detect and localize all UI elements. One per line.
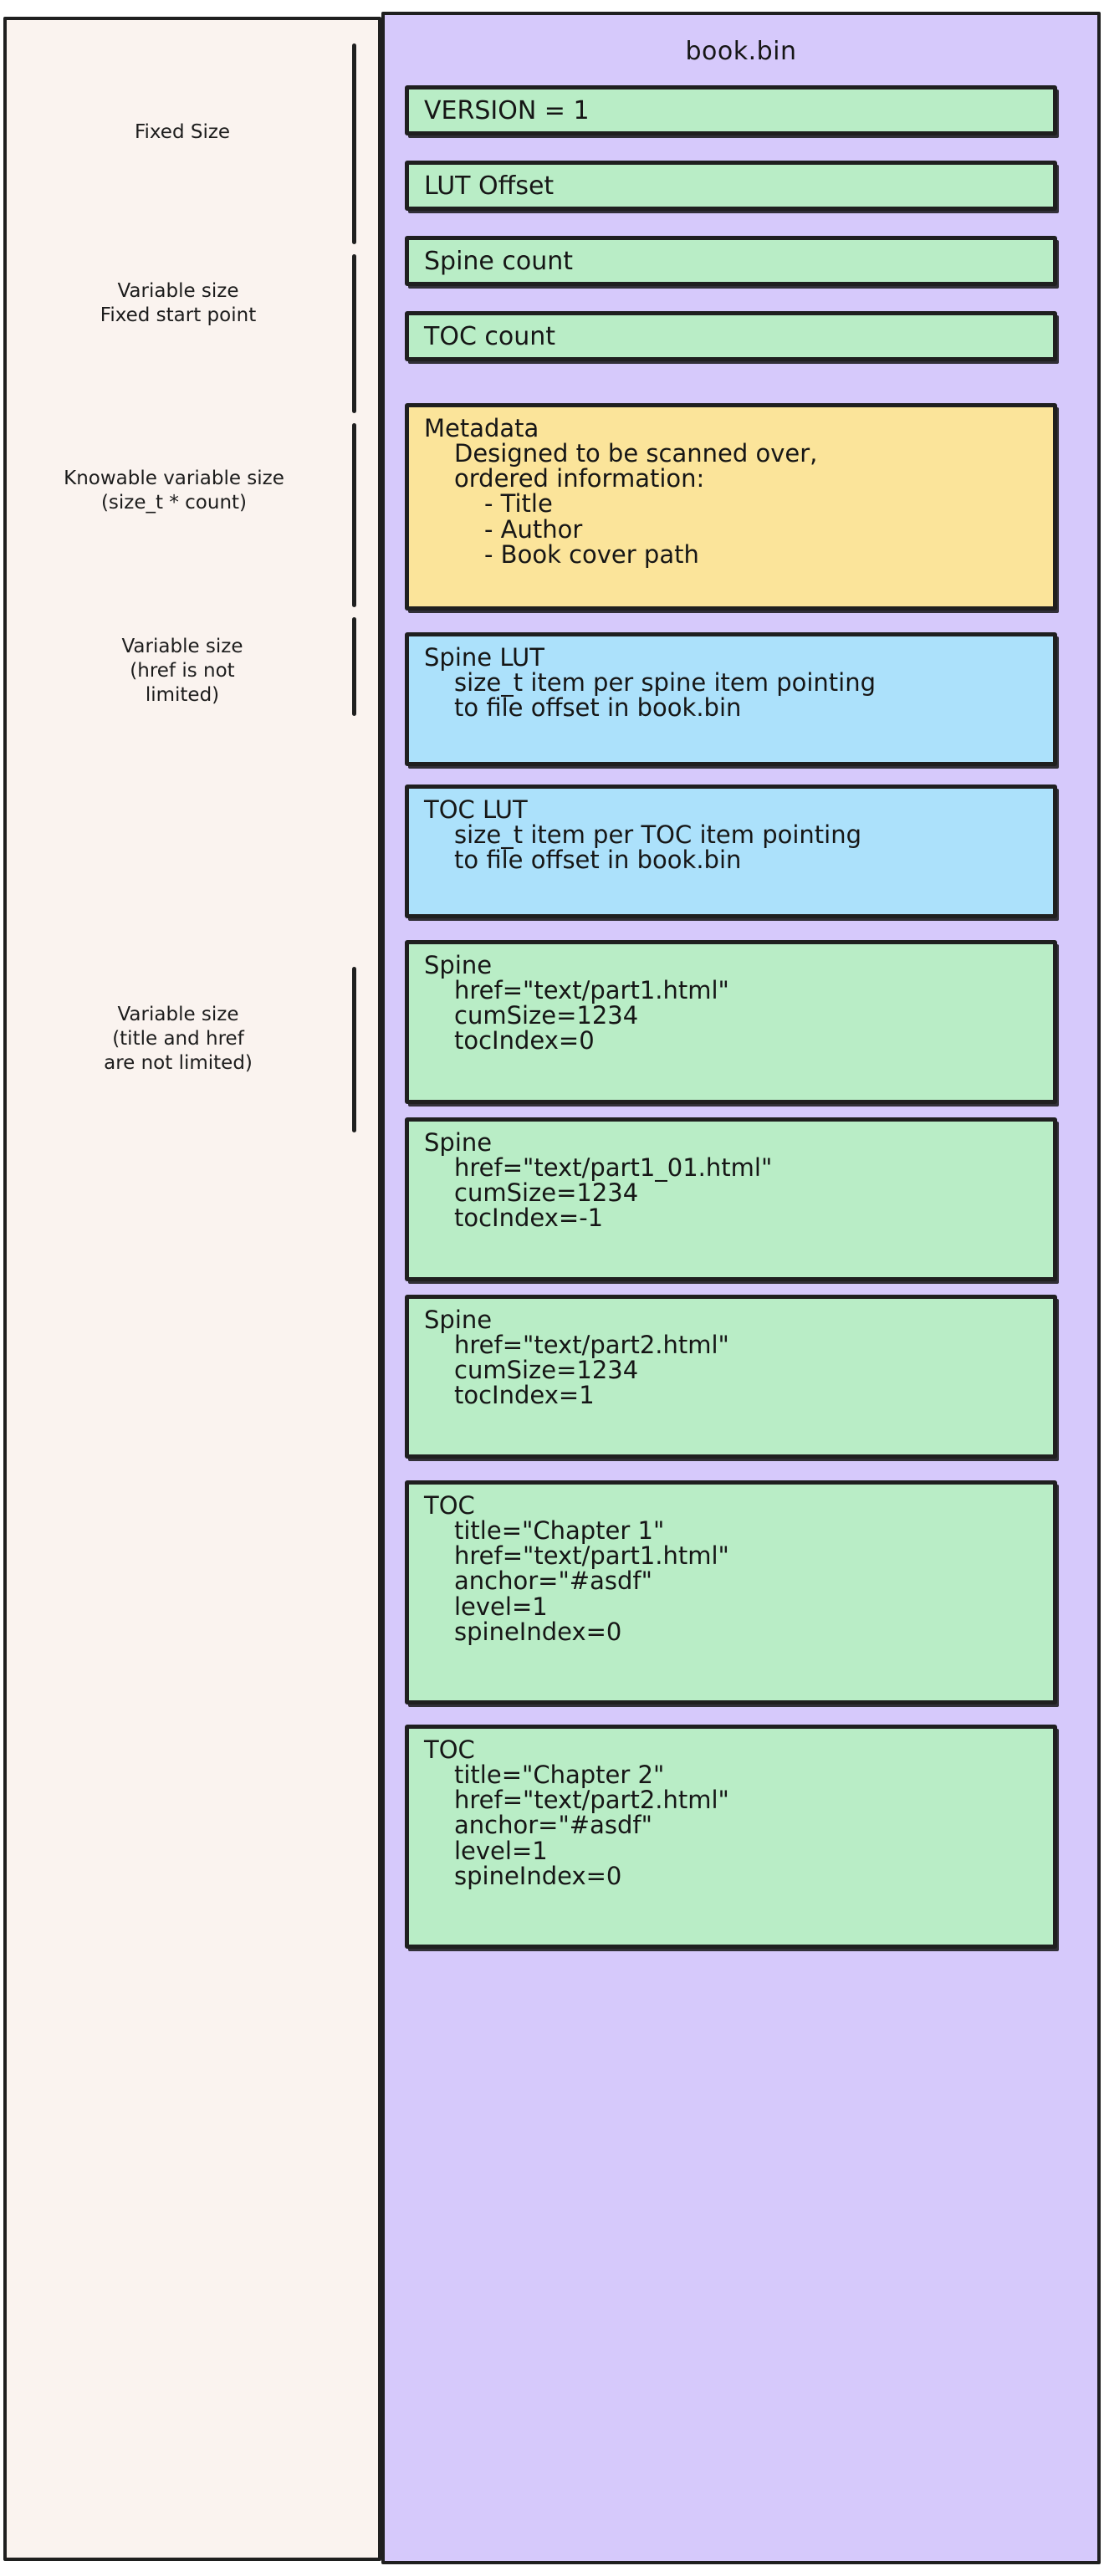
bracket-fixed-size [352, 43, 356, 244]
caption-variable-fixed-start: Variable size Fixed start point [100, 280, 257, 326]
spine-1-tocindex: tocIndex=0 [454, 1026, 595, 1055]
field-toc-count-label: TOC count [424, 322, 556, 351]
caption-variable-title-href: Variable size (title and href are not li… [104, 1004, 253, 1074]
metadata-line-2: ordered information: [454, 464, 705, 493]
spine-3-title: Spine [424, 1306, 493, 1334]
spine-3-cumsize: cumSize=1234 [454, 1356, 639, 1385]
spine-1-title: Spine [424, 951, 493, 979]
caption-variable-href: Variable size (href is not limited) [121, 636, 243, 706]
bracket-knowable-variable [352, 423, 356, 607]
block-spine-3[interactable]: Spine href="text/part2.html" cumSize=123… [405, 1295, 1057, 1459]
metadata-line-1: Designed to be scanned over, [454, 439, 818, 468]
metadata-bullet-author: - Author [484, 514, 583, 544]
metadata-bullet-cover-path: - Book cover path [484, 539, 699, 569]
block-spine-2[interactable]: Spine href="text/part1_01.html" cumSize=… [405, 1117, 1057, 1281]
book-bin-panel: book.bin VERSION = 1 LUT Offset Spine co… [381, 12, 1101, 2564]
field-toc-count[interactable]: TOC count [405, 311, 1057, 361]
toc-lut-title: TOC LUT [424, 795, 528, 824]
toc-2-spineindex: spineIndex=0 [454, 1861, 622, 1890]
toc-1-level: level=1 [454, 1592, 548, 1621]
toc-1-anchor: anchor="#asdf" [454, 1567, 652, 1596]
toc-2-title-field: title="Chapter 2" [454, 1761, 665, 1790]
spine-2-cumsize: cumSize=1234 [454, 1178, 639, 1208]
block-toc-1[interactable]: TOC title="Chapter 1" href="text/part1.h… [405, 1480, 1057, 1705]
toc-lut-line-1: size_t item per TOC item pointing [454, 820, 861, 850]
toc-1-href: href="text/part1.html" [454, 1541, 729, 1571]
block-metadata[interactable]: Metadata Designed to be scanned over, or… [405, 403, 1057, 611]
spine-lut-title: Spine LUT [424, 643, 544, 672]
field-lut-offset-label: LUT Offset [424, 171, 555, 201]
field-version[interactable]: VERSION = 1 [405, 85, 1057, 135]
spine-1-href: href="text/part1.html" [454, 976, 729, 1005]
page-title: book.bin [685, 37, 797, 66]
spine-1-cumsize: cumSize=1234 [454, 1001, 639, 1030]
toc-lut-line-2: to file offset in book.bin [454, 846, 742, 875]
spine-2-title: Spine [424, 1128, 493, 1157]
spine-2-tocindex: tocIndex=-1 [454, 1204, 604, 1233]
bracket-variable-href [352, 617, 356, 716]
bracket-variable-title-href [352, 967, 356, 1132]
metadata-bullet-title: - Title [484, 489, 553, 519]
toc-2-level: level=1 [454, 1836, 548, 1865]
toc-2-href: href="text/part2.html" [454, 1786, 729, 1815]
spine-3-tocindex: tocIndex=1 [454, 1381, 595, 1410]
field-spine-count-label: Spine count [424, 247, 574, 276]
spine-2-href: href="text/part1_01.html" [454, 1153, 773, 1183]
metadata-title: Metadata [424, 414, 539, 442]
toc-2-anchor: anchor="#asdf" [454, 1811, 652, 1840]
field-version-label: VERSION = 1 [424, 96, 590, 125]
field-lut-offset[interactable]: LUT Offset [405, 161, 1057, 211]
spine-3-href: href="text/part2.html" [454, 1331, 729, 1360]
annotation-panel: Fixed Size Variable size Fixed start poi… [3, 17, 381, 2561]
block-spine-lut[interactable]: Spine LUT size_t item per spine item poi… [405, 632, 1057, 766]
toc-2-title: TOC [424, 1735, 475, 1764]
field-spine-count[interactable]: Spine count [405, 236, 1057, 286]
caption-knowable-variable: Knowable variable size (size_t * count) [64, 468, 284, 514]
block-toc-2[interactable]: TOC title="Chapter 2" href="text/part2.h… [405, 1725, 1057, 1949]
caption-fixed-size: Fixed Size [134, 121, 231, 143]
bracket-variable-fixed-start [352, 254, 356, 413]
spine-lut-line-2: to file offset in book.bin [454, 693, 742, 723]
toc-1-title: TOC [424, 1491, 475, 1520]
spine-lut-line-1: size_t item per spine item pointing [454, 668, 877, 698]
block-spine-1[interactable]: Spine href="text/part1.html" cumSize=123… [405, 940, 1057, 1104]
toc-1-title-field: title="Chapter 1" [454, 1516, 665, 1546]
block-toc-lut[interactable]: TOC LUT size_t item per TOC item pointin… [405, 785, 1057, 918]
toc-1-spineindex: spineIndex=0 [454, 1617, 622, 1646]
